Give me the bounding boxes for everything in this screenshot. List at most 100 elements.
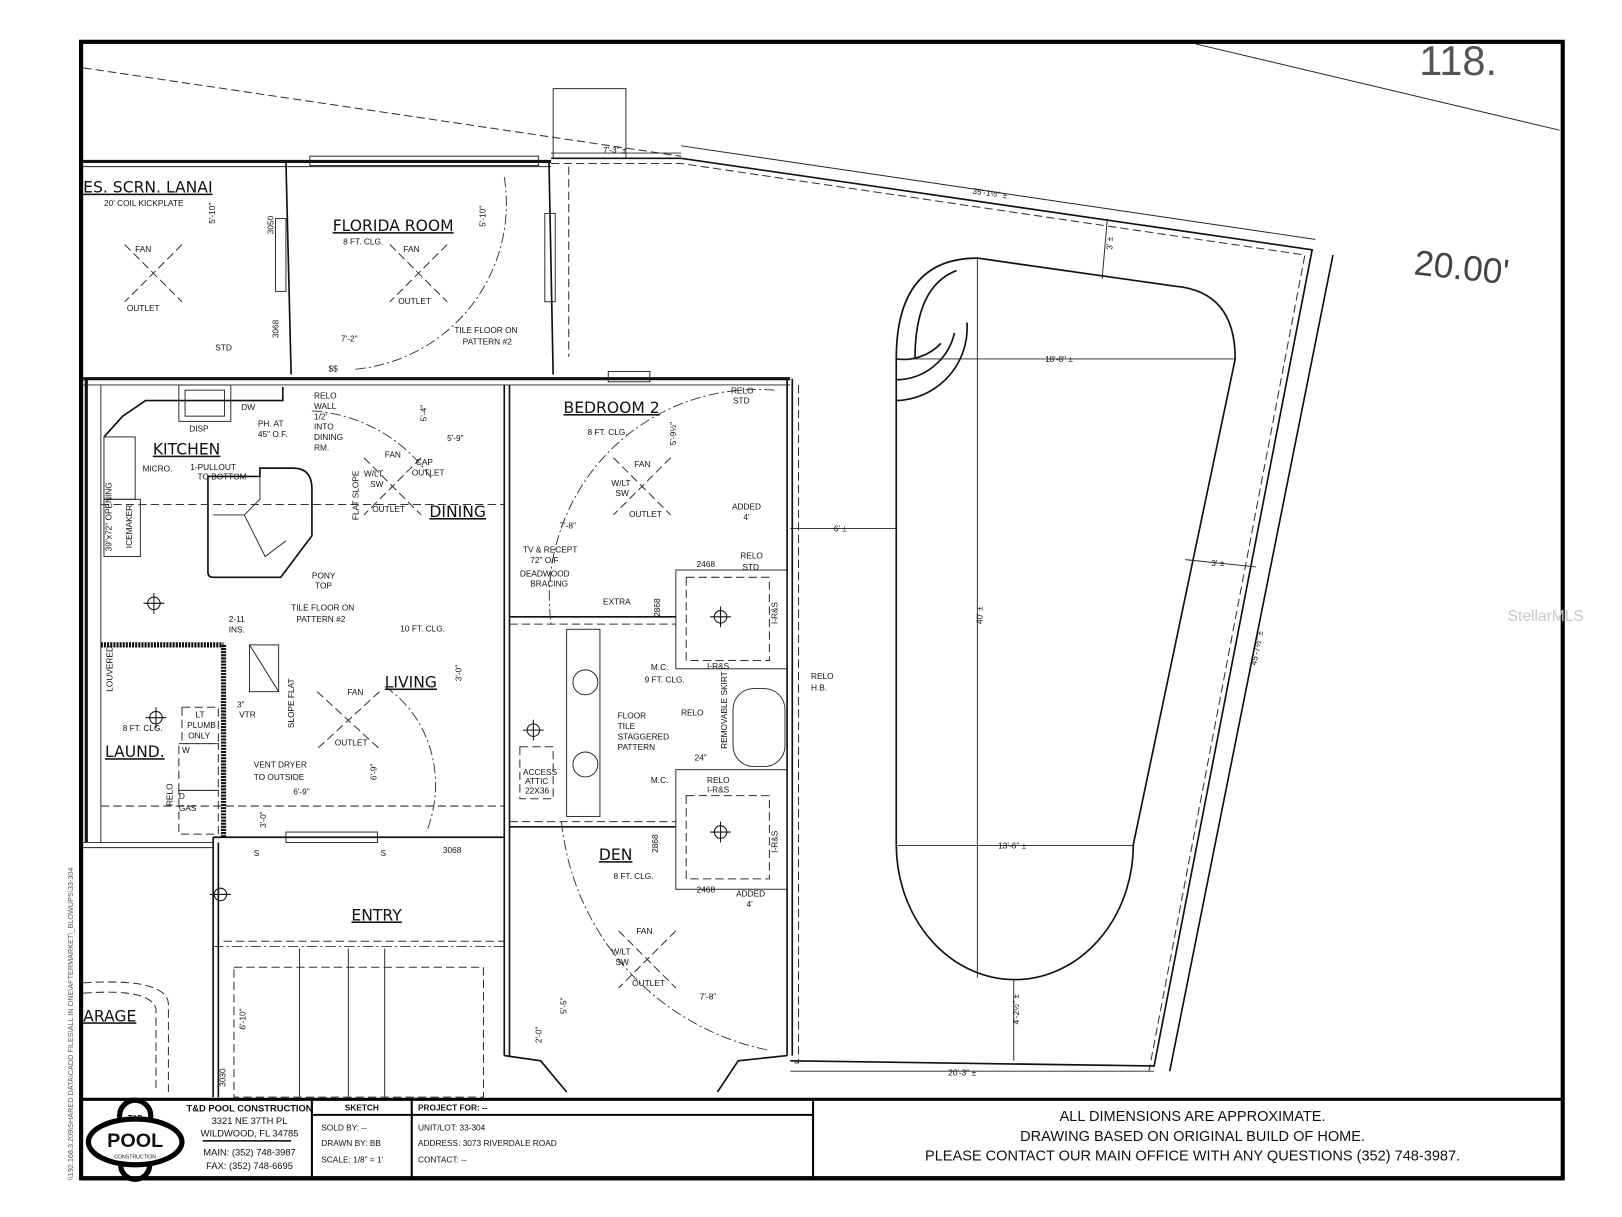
house-walls (83, 155, 794, 1098)
plan-note: VTR (239, 710, 256, 720)
plan-note: 2'-0" (534, 1027, 544, 1044)
plan-note: STD (733, 396, 750, 406)
plan-note: OUTLET (632, 978, 665, 988)
plan-note: PLUMB (187, 720, 216, 730)
plan-note: OUTLET (412, 467, 445, 477)
plan-note: CAP (416, 457, 434, 467)
plan-note: W/LT (611, 478, 630, 488)
unit-lot: UNIT/LOT: 33-304 (418, 1122, 486, 1132)
pool-dimension: 7'-3" ± (603, 145, 627, 155)
deck-dim-3-top (1101, 218, 1108, 279)
plan-note: 3068 (271, 319, 281, 338)
attic-access (519, 746, 554, 800)
room-label: ENTRY (351, 906, 402, 924)
address: ADDRESS: 3073 RIVERDALE ROAD (418, 1138, 557, 1148)
slab-dashed-right (790, 384, 800, 1064)
plan-note: 2468 (697, 884, 716, 894)
plan-note: 72" O/F (530, 555, 558, 565)
plan-note: S (381, 848, 387, 858)
plan-note: OUTLET (372, 504, 405, 514)
plan-note: W/LT (364, 468, 383, 478)
plan-note: 3'-0" (454, 665, 464, 682)
plan-note: W/LT (611, 947, 630, 957)
plan-note: FLOOR (618, 711, 647, 721)
plan-note: 2468 (697, 559, 716, 569)
room-label: LAUND. (105, 743, 165, 761)
drawn-by: DRAWN BY: BB (321, 1138, 381, 1148)
plan-note: 45" O.F. (258, 429, 288, 439)
plan-note: ADDED (736, 889, 765, 899)
plan-note: 3050 (265, 215, 275, 234)
company-street: 3321 NE 37TH PL (212, 1116, 288, 1126)
dim-line-35 (680, 145, 1316, 240)
plan-note: TV & RECEPT (523, 544, 577, 554)
sketch-header: SKETCH (345, 1103, 379, 1113)
plan-note: VENT DRYER (254, 760, 307, 770)
title-block-frame (81, 1097, 1563, 1181)
contact: CONTACT: -- (418, 1155, 467, 1165)
room-label: BEDROOM 2 (564, 399, 660, 417)
plan-note: 6'-10" (237, 1008, 247, 1029)
plan-note: EXTRA (603, 596, 631, 606)
pool-dimension: 6' ± (834, 524, 848, 534)
plan-note: TO BOTTOM (198, 472, 247, 482)
plan-note: 2868 (650, 834, 660, 853)
plan-note: RELO (811, 671, 834, 681)
lot-side-label: 20.00' (1412, 244, 1511, 293)
deck-dim-3 (1185, 559, 1257, 568)
pool-dimension: 13'-6" ± (998, 841, 1026, 851)
plan-note: 24" (695, 752, 707, 762)
pool-dimension: 18'-8" ± (1045, 354, 1073, 364)
plan-note: INS. (229, 624, 245, 634)
project-for: PROJECT FOR: -- (418, 1103, 488, 1113)
plan-note: FAN (135, 244, 151, 254)
pool-outline (895, 257, 1237, 981)
plan-note: WALL (314, 401, 337, 411)
plan-note: I-R&S (770, 830, 780, 853)
room-label: KITCHEN (153, 441, 221, 459)
sold-by: SOLD BY: -- (321, 1122, 367, 1132)
plan-note: RELO (314, 390, 337, 400)
plan-note: S (254, 848, 260, 858)
plan-note: 2868 (652, 598, 662, 617)
plan-note: PH. AT (258, 419, 284, 429)
plan-note: 4' (747, 899, 754, 909)
plan-note: DW (241, 402, 255, 412)
company-logo: T&D POOL CONSTRUCTION (85, 1097, 185, 1182)
logo-bottom-text: CONSTRUCTION (114, 1155, 156, 1161)
plan-note: FAN (385, 450, 401, 460)
plan-note: STD (215, 343, 232, 353)
plan-note: TILE (618, 721, 636, 731)
plan-note: 5'-9½" (668, 422, 678, 445)
plan-note: STAGGERED (618, 732, 669, 742)
plan-note: 5'-9" (447, 433, 464, 443)
plan-note: FAN (403, 244, 419, 254)
plan-note: RELO (165, 783, 175, 806)
plan-note: SW (616, 957, 630, 967)
plan-note: 22X36 (525, 786, 549, 796)
plan-note: LOUVERED (104, 646, 114, 692)
pool-dimension: 20'-3" ± (948, 1067, 976, 1077)
plan-note: SLOPE FLAT (286, 678, 296, 728)
plan-note: 1/2' (314, 411, 328, 421)
logo-main-text: POOL (107, 1130, 163, 1152)
plan-note: RM. (314, 442, 329, 452)
company-fax: FAX: (352) 748-6695 (206, 1161, 293, 1171)
plan-note: LT (195, 710, 204, 720)
plan-note: 7'-8" (559, 520, 576, 530)
plan-note: 4' (743, 512, 750, 522)
plan-note: DISP (189, 424, 209, 434)
pool-steps (896, 269, 968, 402)
plan-note: BRACING (530, 579, 568, 589)
plan-note: DINING (314, 432, 343, 442)
ceiling-fan-symbols (124, 244, 677, 989)
plan-note: 6'-9" (293, 787, 310, 797)
plan-note: PATTERN #2 (296, 614, 345, 624)
note-line-1: ALL DIMENSIONS ARE APPROXIMATE. (1060, 1109, 1326, 1125)
plan-note: 20' COIL KICKPLATE (104, 198, 184, 208)
logo-top-text: T&D (128, 1113, 143, 1122)
company-name: T&D POOL CONSTRUCTION (187, 1104, 313, 1114)
note-line-2: DRAWING BASED ON ORIGINAL BUILD OF HOME. (1020, 1129, 1365, 1145)
